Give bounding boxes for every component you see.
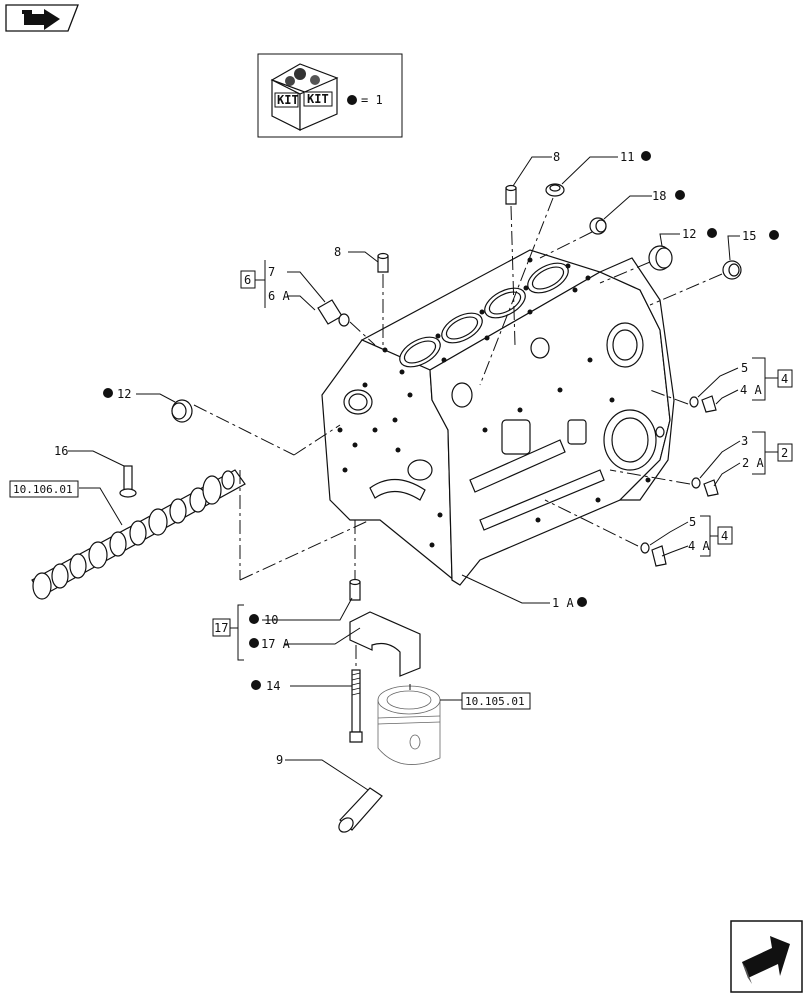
callout-7: 7	[268, 265, 275, 279]
kit-dot-17A	[249, 638, 259, 648]
kit-dot-14	[251, 680, 261, 690]
piston	[377, 685, 441, 765]
callout-8-left: 8	[334, 245, 341, 259]
leader-lines	[68, 156, 778, 791]
callout-box-2	[777, 443, 793, 462]
callout-15: 15	[742, 229, 756, 243]
callout-box-17	[212, 618, 231, 637]
callout-5-low: 5	[689, 515, 696, 529]
bolt-14	[349, 669, 363, 743]
callout-16: 16	[54, 444, 68, 458]
callout-5-top: 5	[741, 361, 748, 375]
callout-labels: 8 11 18 12 15 8 7 6 A 6 12 16 10.106.01 …	[9, 150, 793, 767]
callout-12-right: 12	[682, 227, 696, 241]
callout-4-box-top: 4	[781, 372, 788, 386]
callout-6-box: 6	[244, 273, 251, 287]
callout-box-4-low	[717, 526, 733, 545]
seal-6A	[338, 313, 350, 327]
washer-5-low	[640, 542, 650, 554]
ref-camshaft[interactable]: 10.106.01	[13, 483, 73, 496]
callout-8-top: 8	[553, 150, 560, 164]
kit-label-right: KIT	[307, 92, 329, 106]
kit-dot-1A	[577, 597, 587, 607]
callout-4-box-low: 4	[721, 529, 728, 543]
callout-box-4-top	[777, 369, 793, 388]
washer-3	[691, 477, 701, 489]
kit-equals-text: = 1	[361, 93, 383, 107]
callout-1A: 1 A	[552, 596, 574, 610]
assembly-lines	[193, 197, 723, 690]
callout-11: 11	[620, 150, 634, 164]
next-page-arrow-icon[interactable]	[730, 920, 803, 993]
kit-marker-dot	[347, 95, 357, 105]
kit-dot-15	[769, 230, 779, 240]
kit-label-left: KIT	[277, 93, 299, 107]
callout-12-left: 12	[117, 387, 131, 401]
callout-4A-top: 4 A	[740, 383, 762, 397]
callout-14: 14	[266, 679, 280, 693]
callout-6A: 6 A	[268, 289, 290, 303]
bearing-cap-17A	[349, 611, 421, 677]
forward-nav-icon[interactable]	[5, 4, 79, 32]
ref-piston[interactable]: 10.105.01	[465, 695, 525, 708]
callout-9: 9	[276, 753, 283, 767]
kit-dot-12-right	[707, 228, 717, 238]
plug-2A	[703, 479, 719, 497]
callout-17-box: 17	[214, 621, 228, 635]
kit-dot-10	[249, 614, 259, 624]
callout-2A: 2 A	[742, 456, 764, 470]
engine-block	[321, 249, 675, 586]
camshaft	[31, 469, 246, 600]
bolt-16	[119, 465, 137, 498]
kit-dot-12-left	[103, 388, 113, 398]
plug-4A-low	[651, 545, 667, 567]
plug-4A-top	[701, 395, 717, 413]
callout-18: 18	[652, 189, 666, 203]
washer-5-top	[689, 396, 699, 408]
kit-legend: KIT KIT = 1	[257, 53, 403, 138]
kit-dot-11	[641, 151, 651, 161]
callout-2-box: 2	[781, 446, 788, 460]
callout-17A: 17 A	[261, 637, 291, 651]
plug-7	[317, 299, 343, 325]
callout-box-6	[240, 270, 256, 289]
kit-box-icon: KIT KIT	[270, 63, 339, 131]
callout-4A-low: 4 A	[688, 539, 710, 553]
callout-3: 3	[741, 434, 748, 448]
ref-box-camshaft[interactable]	[9, 480, 79, 498]
callout-10: 10	[264, 613, 278, 627]
ref-box-piston[interactable]	[461, 692, 531, 710]
kit-dot-18	[675, 190, 685, 200]
